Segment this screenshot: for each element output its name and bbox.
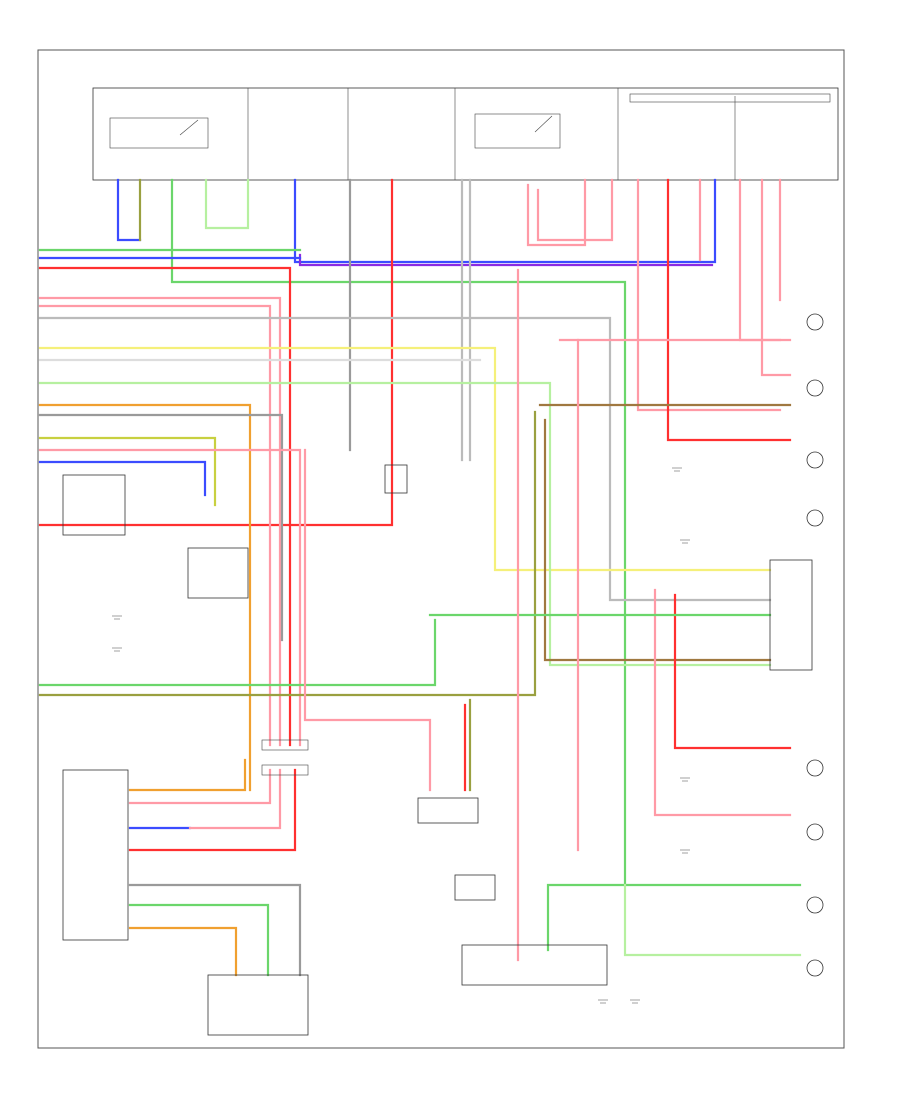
lamp-5: [806, 759, 824, 777]
wire-gray-left: [38, 316, 772, 602]
center-relay: [384, 464, 408, 494]
wire-pink-bl2: [188, 768, 282, 830]
lamp-7: [806, 896, 824, 914]
wire-green-1: [170, 178, 627, 887]
wire-red-2: [666, 178, 792, 442]
wires: [38, 178, 802, 977]
center-connector-2: [261, 764, 309, 776]
ground-points: [112, 467, 690, 1004]
bottom-left-module: [62, 769, 129, 941]
components: [62, 464, 813, 1036]
wire-lightgreen-left: [38, 381, 772, 667]
wire-blue-left2: [38, 460, 207, 497]
ground-3: [672, 467, 682, 472]
ground-8: [630, 999, 640, 1004]
wire-lightgreen-1: [204, 178, 250, 230]
wire-green-bottom: [546, 883, 802, 952]
wire-pink-3: [636, 178, 782, 412]
ground-4: [680, 539, 690, 544]
lamp-3: [806, 451, 824, 469]
ground-7: [598, 999, 608, 1004]
wire-orange-left: [38, 403, 252, 792]
wire-lightgreen-bottom: [623, 883, 802, 957]
ground-1: [112, 615, 122, 620]
wire-red-r3: [673, 593, 792, 750]
wire-pink-r2: [653, 588, 792, 817]
wire-green-r2: [38, 618, 437, 687]
wire-pink-left1: [38, 296, 282, 747]
ground-6: [680, 849, 690, 854]
right-connector: [769, 559, 813, 671]
wire-pink-5: [738, 178, 792, 342]
wire-gray-bl: [128, 883, 302, 977]
wire-red-left: [38, 266, 292, 747]
bottom-connector: [461, 944, 608, 986]
wire-gray-left2: [38, 413, 284, 642]
wire-pink-left2: [38, 304, 272, 747]
left-control-module: [62, 474, 126, 536]
wire-red-1: [38, 178, 394, 527]
wire-pink-c1: [303, 448, 432, 792]
wire-yellow-left: [38, 346, 772, 572]
lamp-8: [806, 959, 824, 977]
lamps: [806, 313, 824, 977]
wire-pink-1: [526, 178, 587, 247]
lamp-1: [806, 313, 824, 331]
ground-2: [112, 647, 122, 652]
bottom-switch: [207, 974, 309, 1036]
lamp-6: [806, 823, 824, 841]
wire-blue-1: [116, 178, 142, 242]
top-fuse-relay-box: [92, 87, 839, 181]
lamp-4: [806, 509, 824, 527]
wire-pink-left3: [38, 448, 302, 747]
wire-olive-r1: [38, 410, 537, 697]
wire-pink-bl1: [128, 768, 272, 805]
wire-pink-2: [536, 178, 614, 242]
lamp-2: [806, 379, 824, 397]
center-relay-3: [454, 874, 496, 901]
wire-pink-6: [760, 178, 792, 377]
wire-orange-bl2: [128, 758, 247, 792]
center-relay-2: [417, 797, 479, 824]
wire-red-bl: [128, 768, 297, 852]
wire-green-bl: [128, 903, 270, 977]
switch-block-left: [187, 547, 249, 599]
wire-orange-bl: [128, 926, 238, 977]
wire-olive-left: [38, 436, 217, 507]
diagram-frame: [37, 49, 845, 1049]
wire-purple-1: [298, 253, 714, 267]
wire-blue-2: [293, 178, 717, 264]
ground-5: [680, 777, 690, 782]
wire-brown-r2: [543, 418, 772, 662]
center-connector-1: [261, 739, 309, 751]
